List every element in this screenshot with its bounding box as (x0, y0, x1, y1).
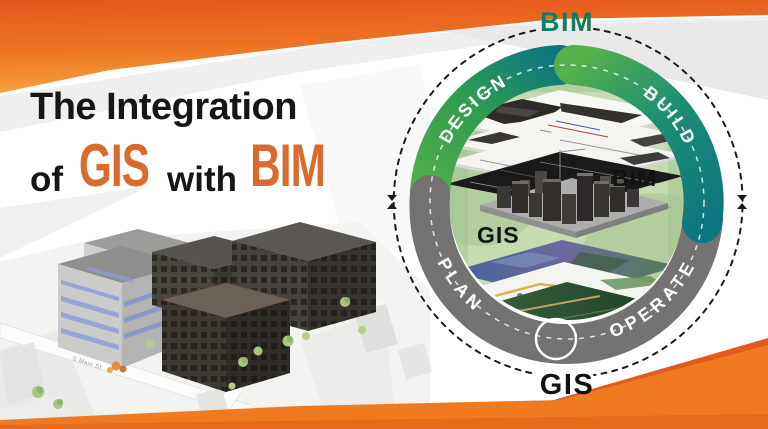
outer-gis-label: GIS (540, 369, 594, 401)
layer-stack (449, 90, 683, 320)
city-illustration: S Main St (0, 222, 432, 429)
building-dark-front (160, 282, 292, 392)
bottom-orange-ribbon (0, 338, 768, 429)
segment-bottom-gray-arc (409, 175, 723, 365)
city-3d-model (480, 148, 672, 238)
outer-dashed-circle (392, 28, 744, 376)
headline-word-bim: BIM (250, 130, 326, 199)
inner-bim-label: BIM (612, 165, 657, 191)
ring-dashed-centerline (429, 64, 705, 340)
inner-gis-label: GIS (477, 222, 520, 248)
headline-word-of: of (30, 160, 64, 199)
headline: The Integration of GIS with BIM (30, 86, 329, 200)
building-dark-right (232, 222, 376, 331)
sync-marker-left-icon (387, 195, 397, 209)
sync-marker-right-icon (737, 195, 747, 209)
headline-word-with: with (167, 160, 237, 199)
orange-shrub (107, 361, 127, 373)
headline-line1: The Integration (30, 86, 297, 128)
headline-word-gis: GIS (78, 130, 150, 199)
headline-line2: of GIS with BIM (30, 131, 329, 200)
top-orange-ribbon (0, 0, 768, 93)
outer-bim-label: BIM (540, 7, 594, 37)
bottom-node-circle (534, 317, 578, 361)
bim-plan-sheets (449, 90, 683, 208)
